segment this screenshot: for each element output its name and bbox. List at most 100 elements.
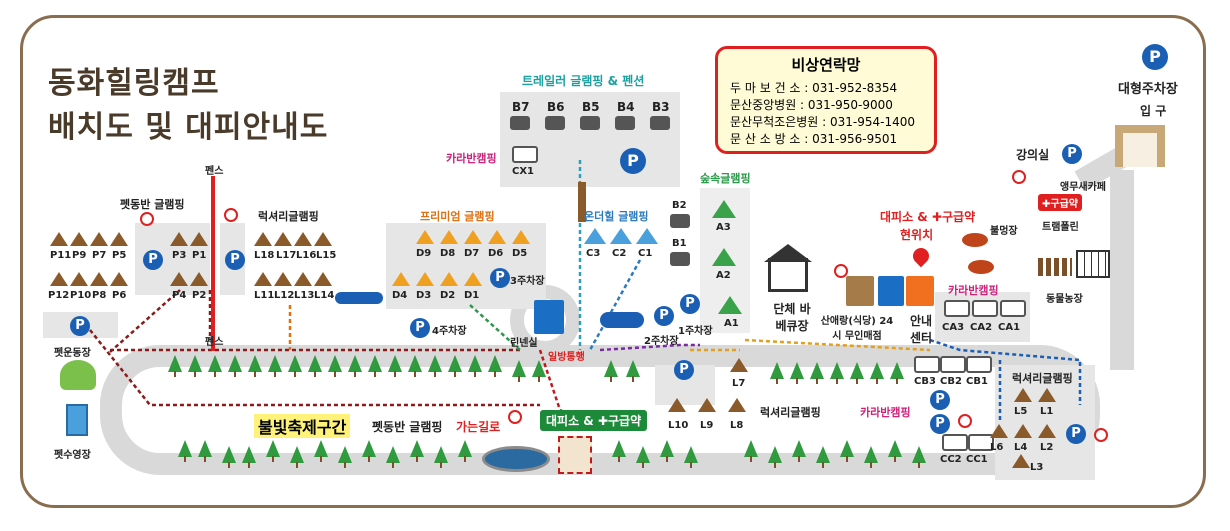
site-label: A2 [716, 270, 731, 281]
firefly-zone-label: 불빛축제구간 [254, 414, 351, 438]
premium-glamping-label: 프리미엄 글램핑 [420, 210, 495, 223]
emergency-heading: 비상연락망 [791, 56, 861, 74]
tree-icon [288, 355, 302, 377]
site-label: L5 [1014, 406, 1028, 417]
site-label: L16 [296, 250, 317, 261]
parking-icon: P [620, 148, 646, 174]
tree-icon [290, 446, 304, 468]
parking-icon: P [410, 318, 430, 338]
bonfire-icon [968, 260, 994, 274]
tree-icon [178, 440, 192, 462]
tree-icon [768, 446, 782, 468]
tree-icon [512, 360, 526, 382]
no-smoking-icon [508, 410, 522, 424]
tree-icon [198, 440, 212, 462]
site-label: B7 [512, 100, 530, 114]
tree-icon [532, 360, 546, 382]
site-label: L4 [1014, 442, 1028, 453]
site-label: D6 [488, 248, 504, 259]
caravan-icon [940, 356, 966, 373]
site-label: P6 [112, 290, 127, 301]
ondeul-glamping-label: 온더힐 글램핑 [584, 210, 649, 223]
emergency-row: 문산무척조은병원 : 031-954-1400 [730, 115, 916, 129]
no-smoking-icon [1012, 170, 1026, 184]
tree-icon [468, 355, 482, 377]
site-label: B6 [547, 100, 565, 114]
site-label: L3 [1030, 462, 1044, 473]
caravan-icon [944, 300, 970, 317]
site-label: P4 [172, 290, 187, 301]
pet-ground-illustration [60, 360, 96, 390]
parking-icon: P [490, 268, 510, 288]
caravan-icon [972, 300, 998, 317]
site-label: B2 [672, 200, 687, 211]
tree-icon [888, 440, 902, 462]
lot1-label: 1주차장 [678, 326, 713, 337]
tree-icon [362, 440, 376, 462]
site-label: P5 [112, 250, 127, 261]
bonfire-icon [962, 233, 988, 247]
pet-ground-label: 펫운동장 [54, 348, 91, 359]
tree-icon [242, 446, 256, 468]
tree-icon [488, 355, 502, 377]
shelter-building-icon [558, 436, 592, 474]
luxury-glamping-label-3: 럭셔리글램핑 [1012, 372, 1073, 385]
site-label: CX1 [512, 166, 535, 177]
caravan-camping-label: 카라반캠핑 [948, 284, 999, 297]
site-label: L6 [990, 442, 1004, 453]
shelter-label: 대피소 & ✚구급약 [880, 210, 976, 224]
parking-icon: P [680, 294, 700, 314]
tree-icon [458, 440, 472, 462]
parking-icon: P [225, 250, 245, 270]
caravan-icon [512, 146, 538, 163]
tree-icon [328, 355, 342, 377]
tree-icon [208, 355, 222, 377]
forest-glamping-label: 숲속글램핑 [700, 172, 751, 185]
tree-icon [870, 362, 884, 384]
fence-line [211, 176, 215, 351]
site-label: C1 [638, 248, 653, 259]
site-label: L7 [732, 378, 746, 389]
trailer-icon [580, 116, 600, 130]
shelter-first-aid-badge: 대피소 & ✚구급약 [540, 410, 648, 431]
site-label: B5 [582, 100, 600, 114]
luxury-glamping-label-2: 럭셔리글램핑 [760, 406, 821, 419]
tree-icon [266, 440, 280, 462]
large-parking-label: 대형주차장 [1118, 82, 1178, 97]
site-label: L2 [1040, 442, 1054, 453]
parking-icon: P [930, 414, 950, 434]
parking-icon: P [70, 316, 90, 336]
no-smoking-icon [834, 264, 848, 278]
tree-icon [626, 360, 640, 382]
fence-label-bottom: 펜스 [205, 337, 224, 348]
zone-trailer [500, 92, 680, 187]
site-label: CC1 [966, 454, 988, 465]
tree-icon [368, 355, 382, 377]
tree-icon [792, 440, 806, 462]
no-smoking-icon [224, 208, 238, 222]
road-right-vertical [1110, 170, 1134, 370]
tree-icon [388, 355, 402, 377]
site-label: D3 [416, 290, 432, 301]
emergency-row: 두 마 보 건 소 : 031-952-8354 [730, 81, 898, 95]
site-label: L1 [1040, 406, 1054, 417]
tree-icon [188, 355, 202, 377]
no-smoking-icon [958, 414, 972, 428]
site-label: L17 [276, 250, 297, 261]
tree-icon [810, 362, 824, 384]
lecture-label: 강의실 [1016, 148, 1050, 162]
map-title-line1: 동화힐링캠프 [48, 66, 220, 101]
parking-icon: P [1142, 44, 1168, 70]
parking-icon: P [930, 390, 950, 410]
pet-route-label: 펫동반 글램핑 [372, 420, 443, 434]
site-label: D5 [512, 248, 528, 259]
tree-icon [890, 362, 904, 384]
tree-icon [222, 446, 236, 468]
tree-icon [612, 440, 626, 462]
caravan-camping-label: 카라반캠핑 [446, 152, 497, 165]
site-label: C2 [612, 248, 627, 259]
site-label: D4 [392, 290, 408, 301]
site-label: L15 [316, 250, 337, 261]
site-label: L10 [668, 420, 689, 431]
